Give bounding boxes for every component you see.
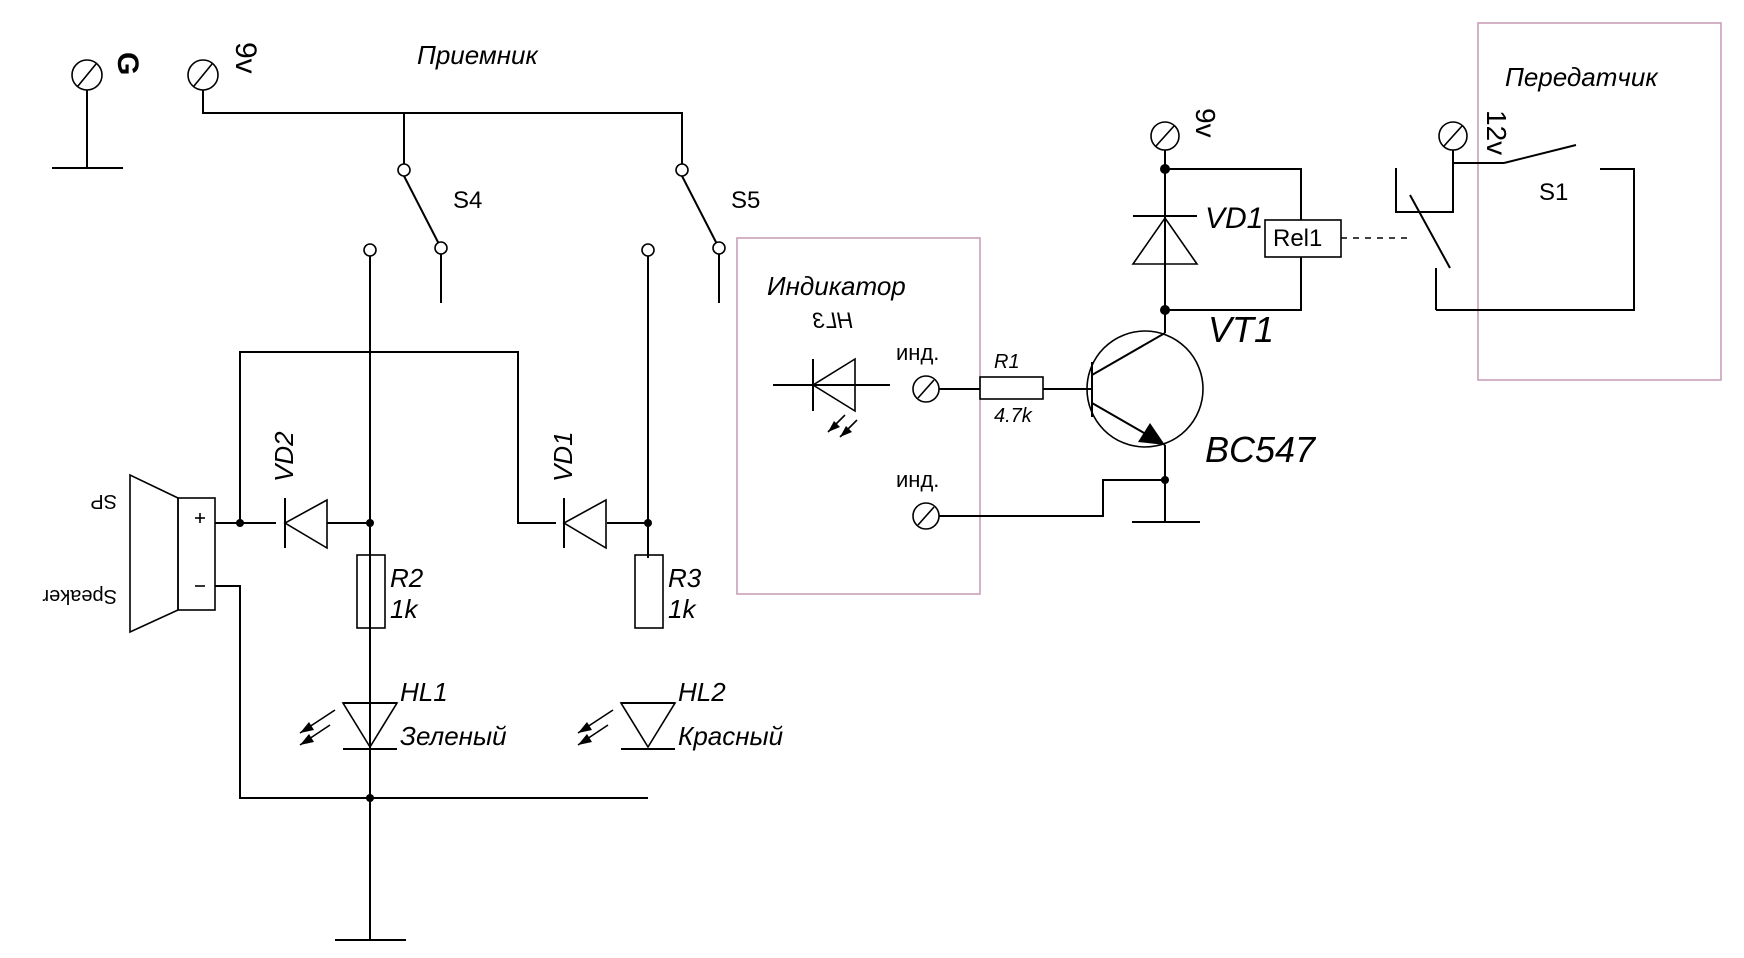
label-r2: R2 [390, 563, 424, 593]
label-hl1-color: Зеленый [400, 721, 507, 751]
label-hl2: HL2 [678, 677, 726, 707]
label-9v-tx: 9v [1190, 108, 1221, 138]
indicator-block [736, 237, 981, 595]
speaker-symbol [129, 473, 216, 634]
led-hl1 [299, 702, 399, 750]
resistor-r3 [634, 554, 664, 629]
label-s4: S4 [453, 187, 482, 214]
label-12v: 12v [1481, 110, 1512, 155]
diode-vd2 [283, 498, 328, 550]
label-ind-2: инд. [896, 467, 939, 492]
label-vd1-right: VD1 [1205, 202, 1263, 235]
label-vd2: VD2 [269, 431, 299, 482]
diode-vd1-left [562, 498, 607, 550]
label-r3: R3 [668, 563, 702, 593]
label-vt1: VT1 [1208, 309, 1274, 350]
ground-terminal-g [52, 59, 123, 169]
label-r1-value: 4.7k [994, 405, 1033, 427]
label-hl3: HL3 [812, 308, 853, 333]
label-s1: S1 [1539, 179, 1568, 206]
label-vd1-left: VD1 [548, 431, 578, 482]
label-bc547: BC547 [1205, 429, 1317, 470]
power-terminal-9v-tx [1150, 121, 1302, 315]
label-indicator: Индикатор [767, 271, 906, 301]
label-rel1: Rel1 [1273, 225, 1322, 252]
led-hl2 [577, 702, 677, 750]
label-transmitter: Передатчик [1505, 62, 1659, 92]
label-9v-rx: 9v [229, 42, 262, 74]
label-hl1: HL1 [400, 677, 448, 707]
relay-rel1 [1264, 219, 1412, 258]
diode-vd1-right [1131, 215, 1199, 265]
label-ind-1: инд. [896, 340, 939, 365]
label-g: G [111, 52, 144, 75]
transistor-vt1-wiring [939, 310, 1204, 523]
label-receiver: Приемник [417, 40, 540, 70]
resistor-r2 [356, 554, 386, 629]
power-terminal-9v-rx [187, 59, 219, 91]
label-r2-value: 1k [390, 594, 419, 624]
label-sp: SP [90, 490, 117, 512]
label-s5: S5 [731, 187, 760, 214]
label-r3-value: 1k [668, 594, 697, 624]
receiver-wiring [202, 90, 726, 941]
label-r1: R1 [994, 351, 1020, 373]
label-speaker: Speaker [42, 585, 117, 607]
transmitter-block [1395, 22, 1722, 381]
label-hl2-color: Красный [678, 721, 783, 751]
